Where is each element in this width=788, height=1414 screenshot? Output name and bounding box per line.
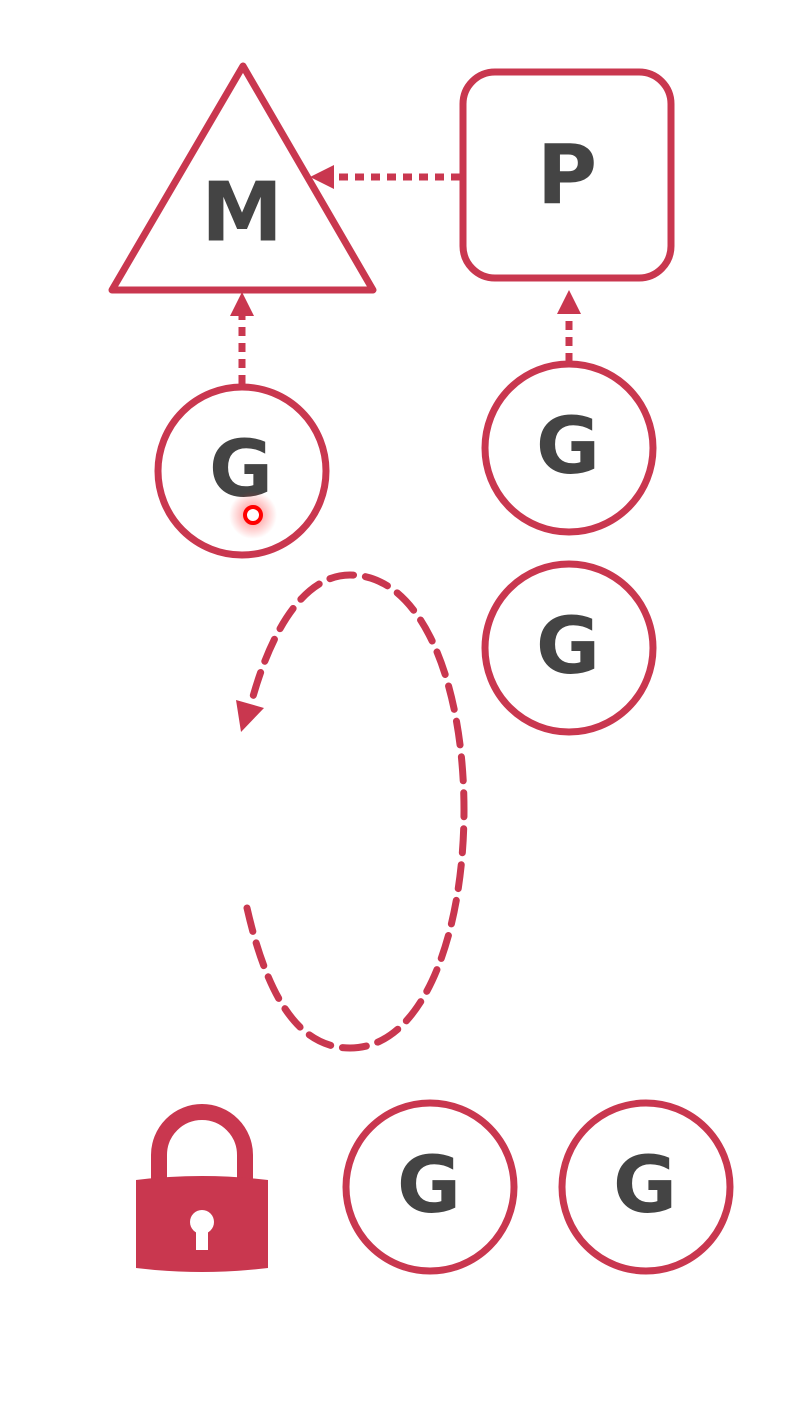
- goroutine-global-1-node: G: [342, 1099, 518, 1275]
- goroutine-global-2-node: G: [558, 1099, 734, 1275]
- goroutine-queued-p-label: G: [536, 602, 600, 692]
- processor-label: P: [537, 129, 597, 224]
- lock-icon: [136, 1104, 268, 1272]
- goroutine-global-1-circle: [342, 1099, 518, 1275]
- arrow-p-to-m-head: [310, 165, 334, 189]
- arrow-g-to-m-head: [230, 292, 254, 316]
- processor-node: P: [459, 68, 675, 282]
- goroutine-attached-p-circle: [481, 360, 657, 536]
- running-goroutine-circle: [154, 383, 330, 559]
- arrow-g-to-p: [557, 290, 581, 362]
- goroutine-attached-p-label: G: [536, 402, 600, 492]
- lock-shackle: [151, 1104, 253, 1198]
- lock-keyhole-slot: [196, 1228, 208, 1250]
- cycle-arrow: [236, 571, 468, 1052]
- goroutine-global-1-label: G: [397, 1141, 461, 1231]
- goroutine-queued-p-node: G: [481, 560, 657, 736]
- cycle-arrow-head: [236, 700, 264, 732]
- cursor-dot-icon: [229, 491, 277, 539]
- cycle-arrow-path: [243, 571, 468, 1052]
- goroutine-queued-p-circle: [481, 560, 657, 736]
- arrow-p-to-m: [310, 165, 460, 189]
- arrow-g-to-m: [230, 292, 254, 384]
- arrow-g-to-p-head: [557, 290, 581, 314]
- machine-triangle: [108, 62, 377, 294]
- goroutine-global-2-label: G: [613, 1141, 677, 1231]
- processor-box: [459, 68, 675, 282]
- goroutine-global-2-circle: [558, 1099, 734, 1275]
- goroutine-attached-p-node: G: [481, 360, 657, 536]
- machine-label: M: [201, 166, 283, 261]
- machine-node: M: [108, 62, 377, 294]
